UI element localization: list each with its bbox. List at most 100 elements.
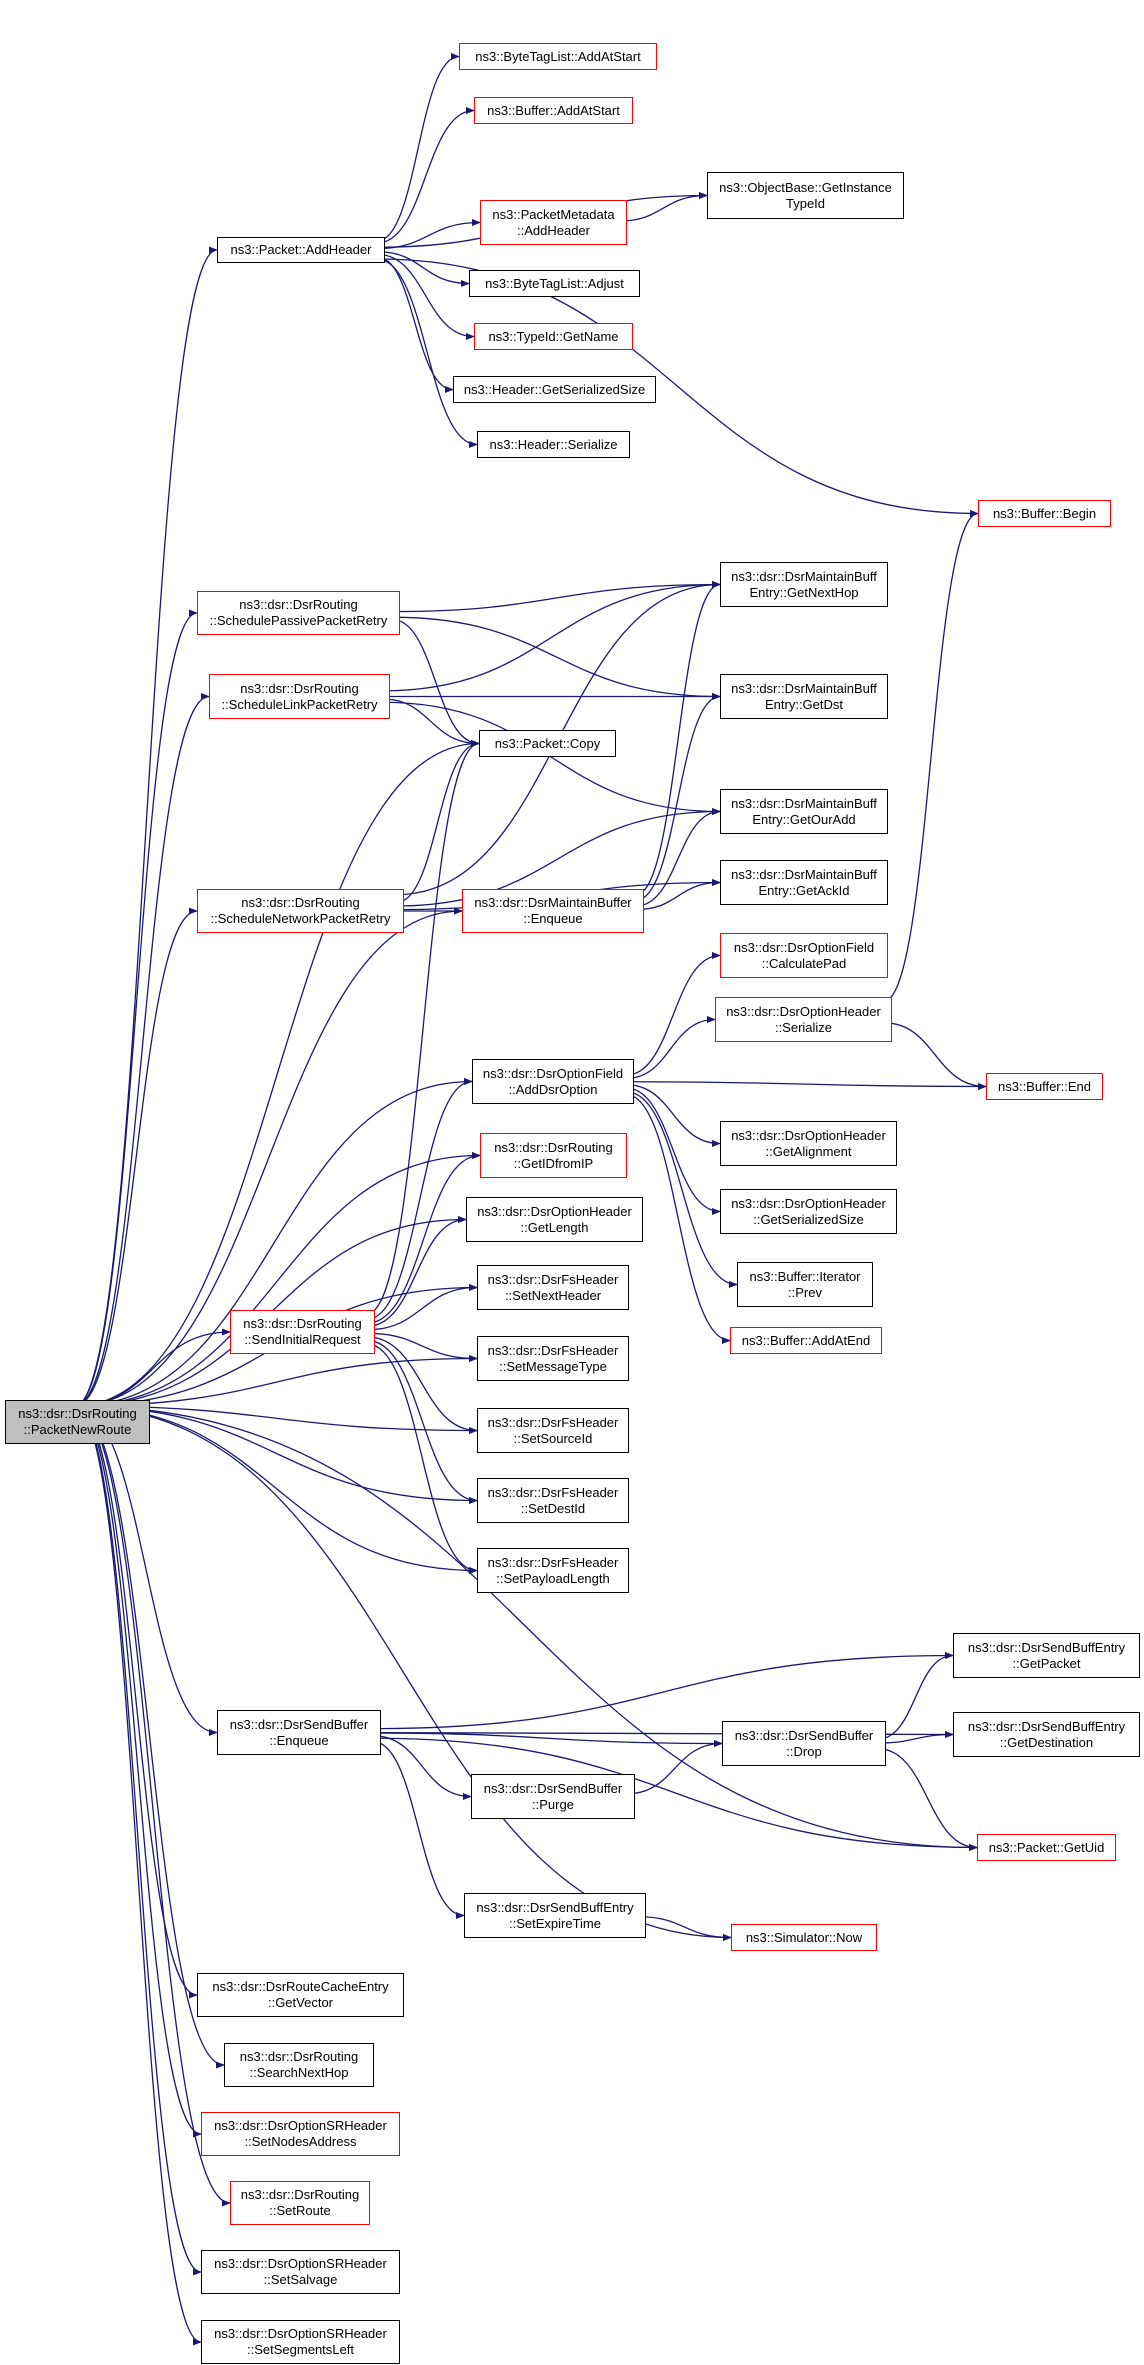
edge-sb-drop-to-packet-getuid [877,1748,978,1852]
node-label-line: ns3::Buffer::AddAtStart [487,102,620,118]
node-sb-enqueue[interactable]: ns3::dsr::DsrSendBuffer::Enqueue [217,1710,381,1755]
node-buf-addatstart[interactable]: ns3::Buffer::AddAtStart [474,97,633,124]
node-label-line: ns3::dsr::DsrOptionHeader [726,1003,881,1019]
node-label-line: ns3::dsr::DsrRouteCacheEntry [212,1979,389,1994]
node-label-line: ns3::Header::GetSerializedSize [463,381,646,397]
node-label-line: ns3::dsr::DsrRouting [240,2187,360,2202]
edge-pm-addheader-to-objbase-gettypeid [618,191,708,222]
edge-of-adddsroption-to-oh-getalignment [625,1083,721,1148]
node-r-setroute[interactable]: ns3::dsr::DsrRouting::SetRoute [230,2181,370,2225]
node-oh-getlength[interactable]: ns3::dsr::DsrOptionHeader::GetLength [466,1197,643,1242]
node-typeid-getname[interactable]: ns3::TypeId::GetName [474,323,633,350]
edge-of-adddsroption-to-of-calcpad [625,951,721,1076]
edge-sb-enqueue-to-sb-purge [372,1735,472,1801]
node-fs-setpayloadlen[interactable]: ns3::dsr::DsrFsHeader::SetPayloadLength [477,1548,629,1593]
node-pm-addheader[interactable]: ns3::PacketMetadata::AddHeader [480,200,627,245]
node-root[interactable]: ns3::dsr::DsrRouting::PacketNewRoute [5,1400,150,1444]
node-label-line: ::Serialize [774,1019,833,1035]
edge-mb-enqueue-to-mbe-getackid [635,878,721,911]
node-addheader[interactable]: ns3::Packet::AddHeader [217,237,385,263]
node-label-line: ::GetSerializedSize [753,1211,864,1227]
node-send-initial[interactable]: ns3::dsr::DsrRouting::SendInitialRequest [230,1310,375,1354]
node-hdr-serialize[interactable]: ns3::Header::Serialize [477,431,630,458]
edge-root-to-r-searchnexthop [74,1405,225,2069]
node-srh-setsalvage[interactable]: ns3::dsr::DsrOptionSRHeader::SetSalvage [201,2250,400,2294]
node-of-calcpad[interactable]: ns3::dsr::DsrOptionField::CalculatePad [720,933,888,978]
edge-sched-passive-to-mbe-getdst [391,616,721,701]
node-sched-network[interactable]: ns3::dsr::DsrRouting::ScheduleNetworkPac… [197,889,404,933]
edge-send-initial-to-oh-getlength [366,1215,467,1328]
node-sbe-getdest[interactable]: ns3::dsr::DsrSendBuffEntry::GetDestinati… [953,1712,1140,1757]
node-label-line: ::SetMessageType [499,1358,607,1374]
node-mb-enqueue[interactable]: ns3::dsr::DsrMaintainBuffer::Enqueue [462,889,644,933]
edge-of-adddsroption-to-oh-getsersize [625,1087,721,1216]
node-label-line: Entry::GetAckId [758,882,850,898]
node-btl-adjust[interactable]: ns3::ByteTagList::Adjust [469,270,640,297]
edge-root-to-send-initial [74,1328,231,1407]
edge-of-adddsroption-to-bufit-prev [625,1091,738,1289]
edge-root-to-r-getidfromip [74,1151,481,1407]
node-label-line: ns3::ByteTagList::Adjust [485,275,624,291]
node-oh-getsersize[interactable]: ns3::dsr::DsrOptionHeader::GetSerialized… [720,1189,897,1234]
node-sbe-setexpire[interactable]: ns3::dsr::DsrSendBuffEntry::SetExpireTim… [464,1893,646,1938]
node-sched-link[interactable]: ns3::dsr::DsrRouting::ScheduleLinkPacket… [209,674,390,719]
edge-addheader-to-btl-addatstart [376,52,460,242]
node-label-line: ns3::dsr::DsrOptionHeader [477,1203,632,1219]
node-label-line: ns3::Header::Serialize [489,436,618,452]
edge-mb-enqueue-to-mbe-getnexthop [635,580,721,896]
node-r-getidfromip[interactable]: ns3::dsr::DsrRouting::GetIDfromIP [480,1133,627,1178]
node-fs-setdestid[interactable]: ns3::dsr::DsrFsHeader::SetDestId [477,1478,629,1523]
edge-send-initial-to-fs-setdestid [366,1339,478,1505]
node-label-line: ns3::Buffer::End [998,1078,1091,1094]
node-label-line: ::SetNodesAddress [244,2134,357,2149]
node-oh-serialize[interactable]: ns3::dsr::DsrOptionHeader::Serialize [715,997,892,1042]
node-label-line: ns3::Packet::AddHeader [230,242,372,257]
node-label-line: TypeId [785,195,826,211]
node-hdr-getsersize[interactable]: ns3::Header::GetSerializedSize [453,376,656,403]
node-bufit-prev[interactable]: ns3::Buffer::Iterator::Prev [737,1262,873,1307]
node-fs-setsourceid[interactable]: ns3::dsr::DsrFsHeader::SetSourceId [477,1408,629,1453]
node-sb-drop[interactable]: ns3::dsr::DsrSendBuffer::Drop [722,1721,886,1766]
node-label-line: ::AddDsrOption [508,1081,598,1097]
node-fs-setnexthdr[interactable]: ns3::dsr::DsrFsHeader::SetNextHeader [477,1265,629,1310]
node-label-line: ::ScheduleNetworkPacketRetry [210,911,391,926]
node-label-line: ::Drop [786,1743,822,1759]
node-fs-setmsgtype[interactable]: ns3::dsr::DsrFsHeader::SetMessageType [477,1336,629,1381]
node-label-line: ns3::dsr::DsrRouting [239,2049,359,2064]
node-of-adddsroption[interactable]: ns3::dsr::DsrOptionField::AddDsrOption [472,1059,634,1104]
node-label-line: ::Purge [532,1796,574,1812]
node-rce-getvector[interactable]: ns3::dsr::DsrRouteCacheEntry::GetVector [197,1973,404,2017]
node-sim-now[interactable]: ns3::Simulator::Now [731,1924,877,1951]
edge-root-to-sim-now [74,1405,732,1942]
node-srh-setsegleft[interactable]: ns3::dsr::DsrOptionSRHeader::SetSegments… [201,2320,400,2364]
edge-root-to-packet-copy [74,739,480,1407]
edge-root-to-packet-getuid [74,1405,978,1852]
node-label-line: ns3::dsr::DsrRouting [241,895,360,910]
edge-send-initial-to-r-getidfromip [366,1151,481,1324]
node-buf-begin[interactable]: ns3::Buffer::Begin [978,500,1111,527]
node-label-line: ns3::dsr::DsrOptionHeader [731,1127,886,1143]
node-sched-passive[interactable]: ns3::dsr::DsrRouting::SchedulePassivePac… [197,591,400,635]
node-buf-end[interactable]: ns3::Buffer::End [986,1073,1103,1100]
node-label-line: ns3::dsr::DsrFsHeader [487,1554,619,1570]
edge-send-initial-to-of-adddsroption [366,1077,473,1321]
node-sbe-getpacket[interactable]: ns3::dsr::DsrSendBuffEntry::GetPacket [953,1633,1140,1678]
node-label-line: ns3::Simulator::Now [745,1929,863,1945]
node-srh-setnodesaddr[interactable]: ns3::dsr::DsrOptionSRHeader::SetNodesAdd… [201,2112,400,2156]
node-buf-addatend[interactable]: ns3::Buffer::AddAtEnd [730,1327,882,1354]
node-oh-getalignment[interactable]: ns3::dsr::DsrOptionHeader::GetAlignment [720,1121,897,1166]
node-btl-addatstart[interactable]: ns3::ByteTagList::AddAtStart [459,43,657,70]
node-packet-getuid[interactable]: ns3::Packet::GetUid [977,1834,1116,1861]
node-sb-purge[interactable]: ns3::dsr::DsrSendBuffer::Purge [471,1774,635,1819]
node-r-searchnexthop[interactable]: ns3::dsr::DsrRouting::SearchNextHop [224,2043,374,2087]
node-label-line: ns3::dsr::DsrSendBuffer [229,1716,369,1732]
edge-sched-link-to-packet-copy [381,698,480,748]
node-packet-copy[interactable]: ns3::Packet::Copy [479,730,616,757]
